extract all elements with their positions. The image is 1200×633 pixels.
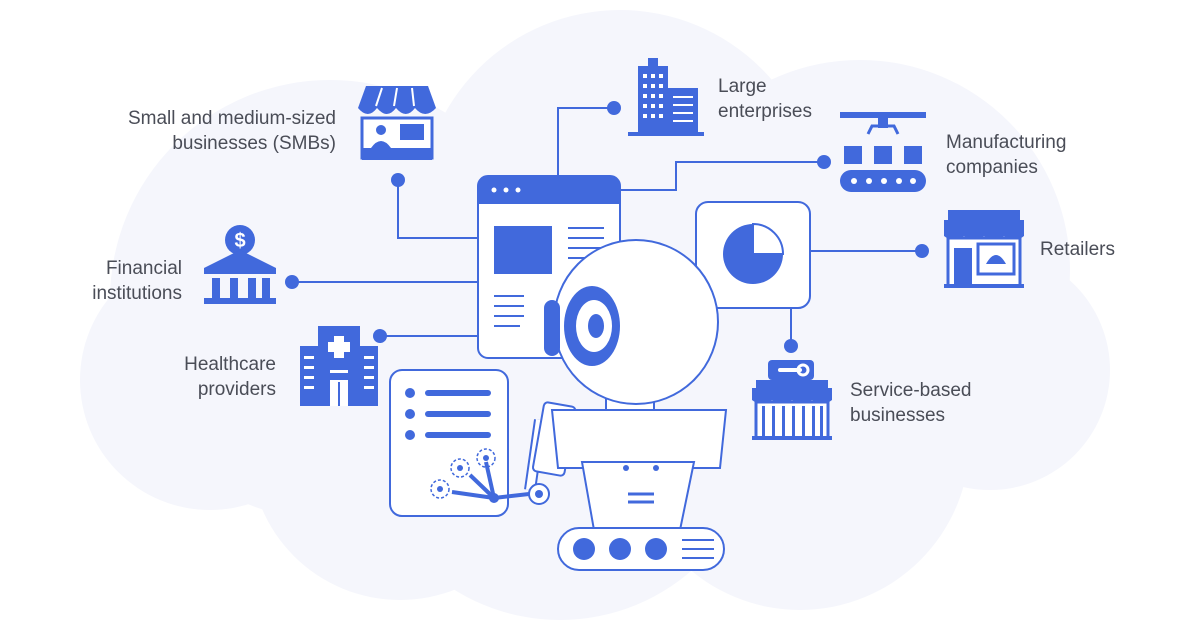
robot-icon [430, 239, 728, 571]
storefront-kiosk-icon [358, 86, 436, 160]
svg-text:$: $ [234, 230, 245, 252]
pie-card [695, 201, 811, 309]
label-service-line1: Service-based [850, 380, 972, 401]
label-service-line2: businesses [850, 405, 946, 426]
label-financial: Financial institutions [20, 256, 182, 306]
bank-icon: $ [204, 225, 276, 304]
conveyor-factory-icon [840, 112, 926, 192]
label-smb-line1: Small and medium-sized [127, 108, 336, 129]
label-service: Service-based businesses [850, 378, 1050, 428]
label-manufacturing-line2: companies [946, 157, 1038, 178]
label-manufacturing-line1: Manufacturing [946, 132, 1067, 153]
label-financial-line2: institutions [92, 283, 182, 304]
label-retailers-line1: Retailers [1040, 239, 1115, 260]
label-healthcare-line1: Healthcare [184, 354, 276, 375]
hospital-icon [300, 326, 378, 406]
label-smb-line2: businesses (SMBs) [172, 133, 336, 154]
retail-shop-icon [944, 210, 1024, 288]
connector-dots [285, 101, 929, 353]
label-healthcare: Healthcare providers [60, 352, 276, 402]
label-financial-line1: Financial [105, 258, 182, 279]
service-shop-icon [752, 360, 832, 440]
label-large-line2: enterprises [718, 101, 812, 122]
label-smb: Small and medium-sized businesses (SMBs) [60, 106, 336, 156]
checklist-card [389, 369, 509, 517]
label-large-line1: Large [718, 76, 767, 97]
label-healthcare-line2: providers [197, 379, 276, 400]
office-buildings-icon [628, 58, 704, 136]
label-manufacturing: Manufacturing companies [946, 130, 1146, 180]
label-large: Large enterprises [718, 74, 918, 124]
label-retailers: Retailers [1040, 237, 1190, 262]
